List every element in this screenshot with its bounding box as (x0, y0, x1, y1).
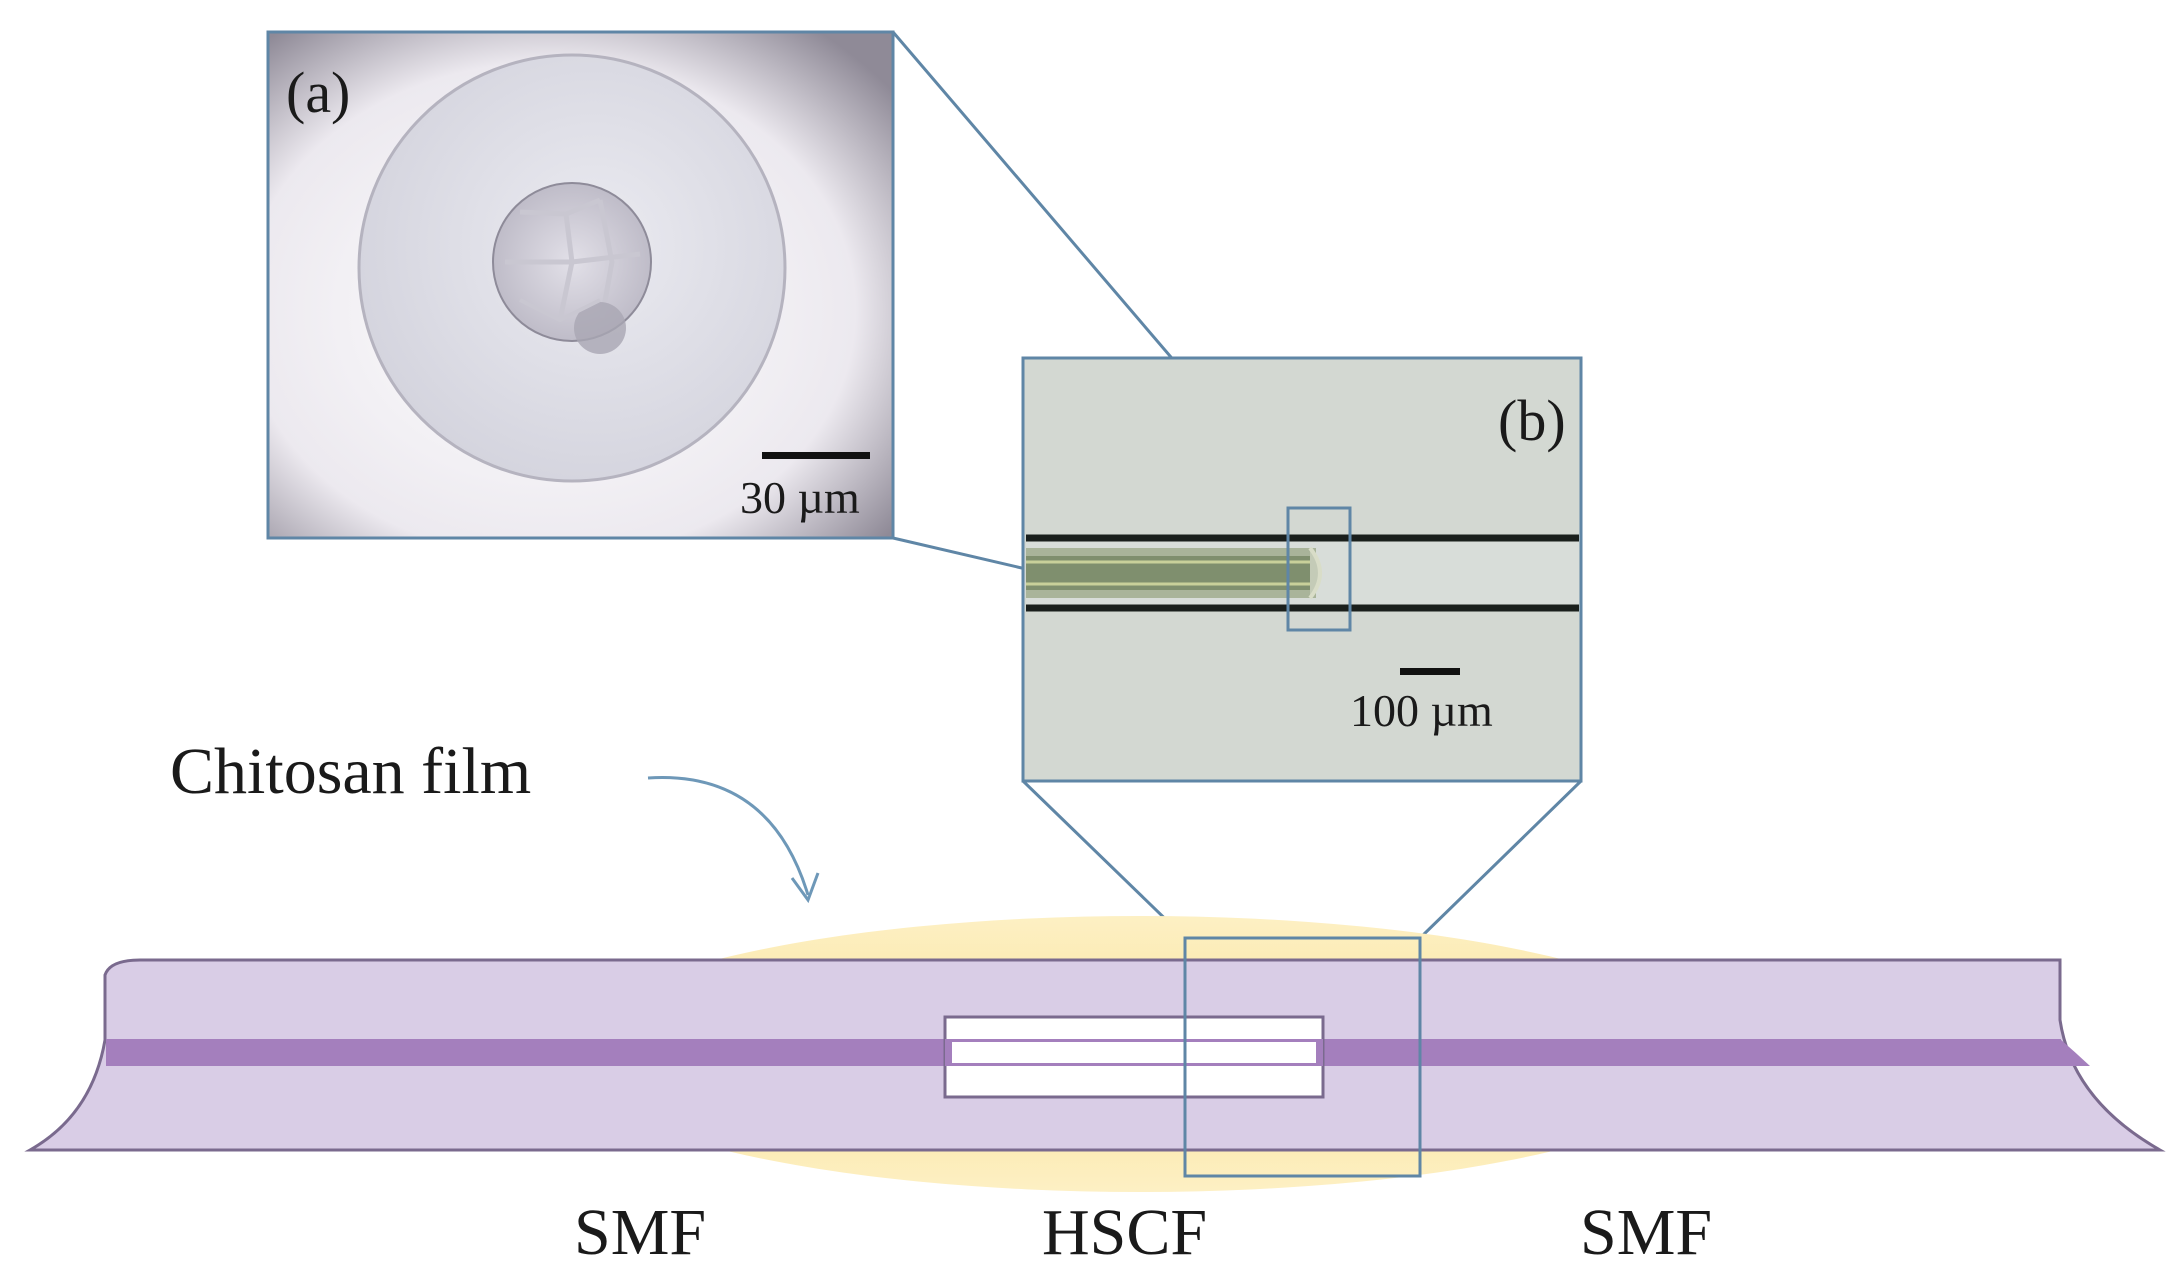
smf-left-label: SMF (574, 1196, 706, 1269)
scale-label-b: 100 µm (1350, 685, 1493, 736)
scale-bar-b (1400, 668, 1460, 675)
panel-a-sem-image (266, 30, 895, 540)
panel-a-label: (a) (286, 60, 350, 125)
scale-label-a: 30 µm (740, 472, 860, 523)
chitosan-film-label: Chitosan film (170, 735, 531, 808)
zoom-line-b-right (1418, 779, 1583, 940)
smf-right-label: SMF (1580, 1196, 1712, 1269)
zoom-line-b-left (1021, 779, 1187, 940)
splice-detail-box (1286, 506, 1352, 632)
scale-bar-a (762, 452, 870, 459)
hscf-label: HSCF (1042, 1196, 1207, 1269)
annotation-arrow (647, 776, 810, 896)
panel-b-micrograph (1021, 356, 1583, 783)
panel-b-label: (b) (1498, 388, 1566, 453)
hscf-segment (943, 1015, 1325, 1099)
fiber-zoom-box (1183, 936, 1422, 1178)
